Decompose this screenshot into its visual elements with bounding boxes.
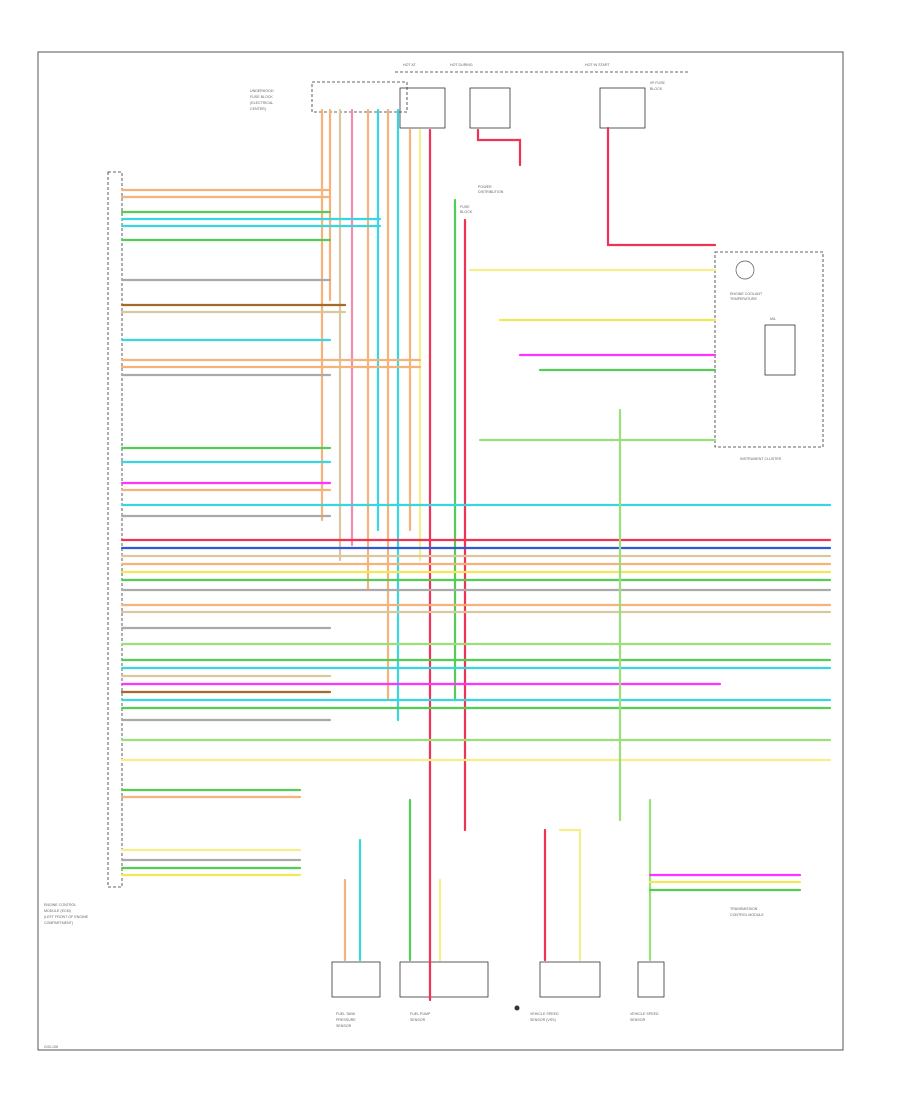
svg-text:HOT IN START: HOT IN START	[585, 63, 610, 67]
vehicle-speed-sensor-1	[539, 961, 601, 998]
svg-text:(LEFT FRONT OF ENGINE: (LEFT FRONT OF ENGINE	[44, 915, 89, 919]
bottom-sensors: FUEL TANK PRESSURE SENSOR FUEL PUMP SENSOR …	[44, 907, 764, 1049]
svg-text:FUSE: FUSE	[460, 205, 470, 209]
svg-text:VEHICLE SPEED: VEHICLE SPEED	[630, 1012, 659, 1016]
wire-bottom	[558, 828, 582, 962]
instrument-cluster-box	[714, 251, 824, 448]
svg-text:HOT DURING: HOT DURING	[450, 63, 473, 67]
svg-text:(ELECTRICAL: (ELECTRICAL	[250, 101, 273, 105]
svg-text:POWER: POWER	[478, 185, 492, 189]
svg-text:G43-106: G43-106	[44, 1045, 58, 1049]
svg-text:I/P FUSE: I/P FUSE	[650, 81, 666, 85]
svg-text:ENGINE COOLANT: ENGINE COOLANT	[730, 292, 763, 296]
svg-text:SENSOR (VSS): SENSOR (VSS)	[530, 1018, 556, 1022]
fuse-box-3	[599, 87, 646, 129]
svg-text:SENSOR: SENSOR	[630, 1018, 646, 1022]
pcm-connector-body	[107, 171, 123, 888]
vehicle-speed-sensor-2	[637, 961, 665, 998]
fuse-box-1	[399, 87, 446, 129]
svg-text:CONTROL MODULE: CONTROL MODULE	[730, 913, 764, 917]
svg-text:MIL: MIL	[770, 317, 776, 321]
fuel-pump-assembly	[399, 961, 489, 998]
gauge-icon	[735, 260, 755, 280]
svg-text:BLOCK: BLOCK	[460, 210, 473, 214]
fuel-tank-sensor	[331, 961, 381, 998]
svg-text:FUSE BLOCK: FUSE BLOCK	[250, 95, 273, 99]
svg-text:SENSOR: SENSOR	[410, 1018, 426, 1022]
wires	[120, 108, 832, 1002]
svg-text:MODULE (ECM): MODULE (ECM)	[44, 909, 71, 913]
svg-text:TRANSMISSION: TRANSMISSION	[730, 907, 758, 911]
svg-text:SENSOR: SENSOR	[336, 1024, 352, 1028]
fuse-block-area: HOT AT HOT DURING HOT IN START UNDERHOOD FU…	[250, 63, 690, 214]
svg-text:HOT AT: HOT AT	[403, 63, 416, 67]
instrument-cluster: INSTRUMENT CLUSTER ENGINE COOLANT TEMPER…	[714, 251, 824, 461]
svg-text:FUEL TANK: FUEL TANK	[336, 1012, 356, 1016]
svg-text:UNDERHOOD: UNDERHOOD	[250, 89, 274, 93]
svg-text:CENTER): CENTER)	[250, 107, 266, 111]
fuse-box-2	[469, 87, 511, 129]
wire-red-top	[476, 128, 522, 167]
svg-text:DISTRIBUTION: DISTRIBUTION	[478, 190, 504, 194]
svg-text:INSTRUMENT CLUSTER: INSTRUMENT CLUSTER	[740, 457, 782, 461]
svg-text:COMPARTMENT): COMPARTMENT)	[44, 921, 73, 925]
svg-text:ENGINE CONTROL: ENGINE CONTROL	[44, 903, 76, 907]
pcm-connector: ENGINE CONTROL MODULE (ECM) (LEFT FRONT …	[44, 171, 123, 925]
diagram-frame	[37, 51, 844, 1051]
engine-compartment-fuse-block	[311, 81, 408, 113]
svg-text:BLOCK: BLOCK	[650, 87, 663, 91]
ground-point	[514, 1005, 520, 1011]
svg-text:TEMPERATURE: TEMPERATURE	[730, 297, 757, 301]
svg-text:VEHICLE SPEED: VEHICLE SPEED	[530, 1012, 559, 1016]
wire-red-cluster	[606, 126, 717, 247]
svg-text:PRESSURE: PRESSURE	[336, 1018, 356, 1022]
svg-text:FUEL PUMP: FUEL PUMP	[410, 1012, 431, 1016]
